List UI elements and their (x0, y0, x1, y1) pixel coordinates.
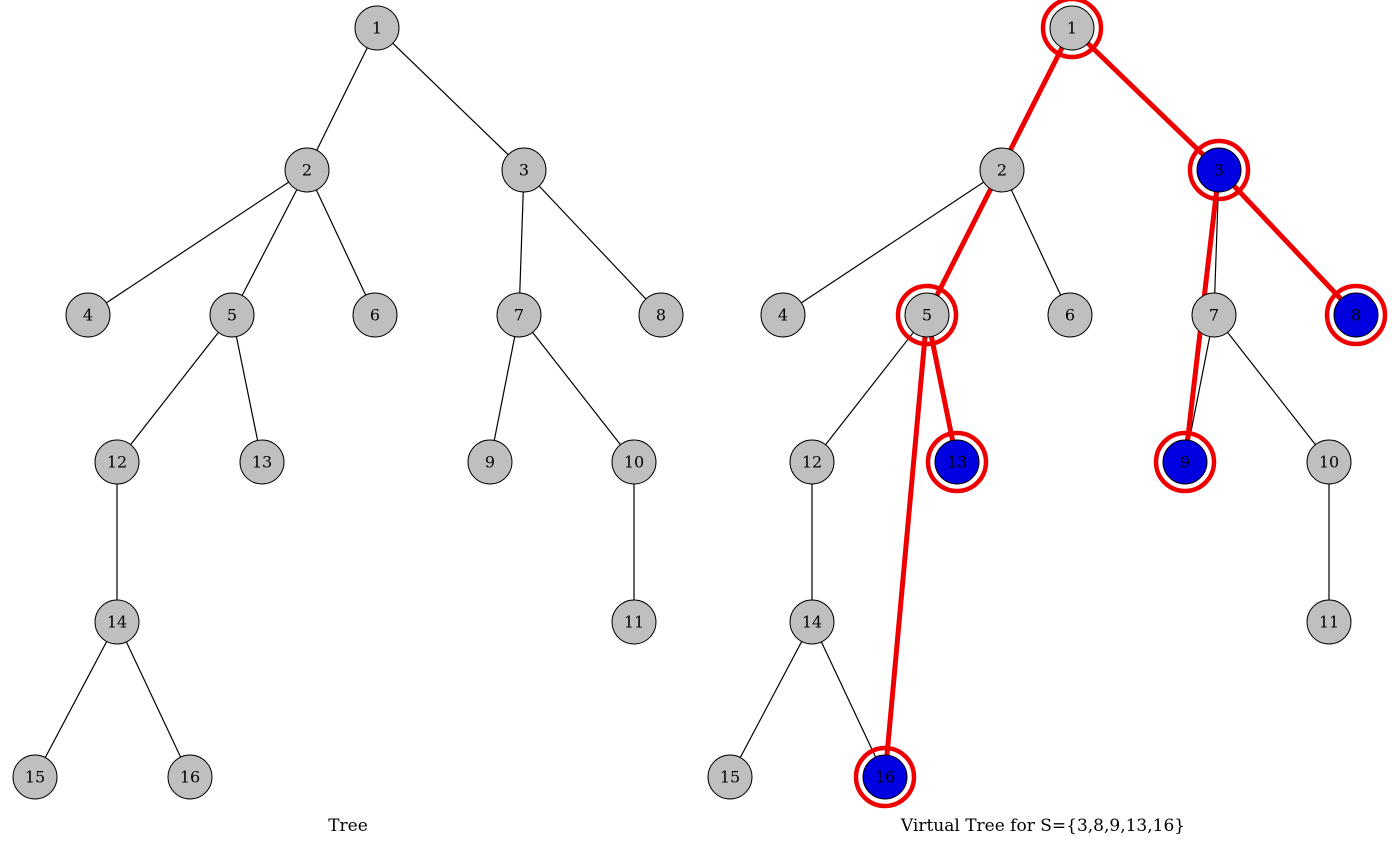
left-tree-node-label-7: 7 (514, 306, 524, 325)
right-tree-edge-7-10 (1213, 314, 1330, 463)
right-tree-node-label-5: 5 (922, 306, 932, 325)
left-tree-node-7 (496, 292, 542, 338)
left-tree-edge-14-16 (116, 621, 191, 778)
left-tree-node-6 (352, 292, 398, 338)
right-tree-edge-2-4 (782, 169, 1003, 316)
right-tree-node-label-14: 14 (802, 613, 822, 632)
left-tree-edge-1-2 (306, 27, 378, 171)
right-tree-node-label-12: 12 (802, 453, 822, 472)
right-tree-node-label-4: 4 (778, 306, 788, 325)
left-tree-edge-5-13 (231, 314, 263, 463)
left-tree-node-12 (94, 439, 140, 485)
right-tree-virtual-edge-3-8 (1216, 167, 1359, 318)
left-tree-node-label-12: 12 (107, 453, 127, 472)
left-tree-edge-14-15 (34, 621, 118, 778)
right-tree-node-label-6: 6 (1065, 306, 1075, 325)
right-tree-node-11 (1306, 599, 1352, 645)
right-tree-node-label-13: 13 (947, 453, 967, 472)
right-tree-node-3 (1196, 147, 1242, 193)
left-tree-node-13 (239, 439, 285, 485)
right-tree-node-7 (1191, 292, 1237, 338)
right-tree-virtual-ring-1 (1040, 0, 1104, 60)
right-tree-node-label-7: 7 (1209, 306, 1219, 325)
left-tree-node-2 (284, 147, 330, 193)
right-tree-virtual-ring-3 (1187, 138, 1251, 202)
right-tree-node-label-2: 2 (997, 161, 1007, 180)
right-tree-node-label-11: 11 (1319, 613, 1339, 632)
left-tree-node-label-4: 4 (83, 306, 93, 325)
left-tree-edge-7-10 (518, 314, 635, 463)
right-tree-node-15 (707, 754, 753, 800)
right-tree-node-2 (979, 147, 1025, 193)
left-tree-node-label-15: 15 (25, 768, 45, 787)
left-tree-node-label-6: 6 (370, 306, 380, 325)
right-tree-node-label-3: 3 (1214, 161, 1224, 180)
right-tree-node-4 (760, 292, 806, 338)
right-tree-node-14 (789, 599, 835, 645)
right-tree-node-5 (904, 292, 950, 338)
right-tree-caption: Virtual Tree for S={3,8,9,13,16} (900, 816, 1186, 836)
left-tree-edge-5-12 (116, 314, 233, 463)
left-tree-edge-3-8 (523, 169, 662, 316)
left-tree-edge-2-6 (306, 169, 376, 316)
left-tree-node-label-16: 16 (180, 768, 200, 787)
left-tree-node-15 (12, 754, 58, 800)
right-tree-edge-14-16 (811, 621, 886, 778)
left-tree-node-label-11: 11 (624, 613, 644, 632)
left-tree-node-10 (611, 439, 657, 485)
left-tree-node-5 (209, 292, 255, 338)
left-tree-caption: Tree (328, 816, 368, 836)
right-tree-virtual-ring-9 (1153, 430, 1217, 494)
right-tree-node-6 (1047, 292, 1093, 338)
left-tree-edge-2-5 (231, 169, 308, 316)
left-tree-edge-2-4 (87, 169, 308, 316)
left-tree-node-label-10: 10 (624, 453, 644, 472)
left-tree-node-14 (94, 599, 140, 645)
right-tree-virtual-edge-5-13 (924, 312, 960, 465)
right-tree-node-9 (1162, 439, 1208, 485)
left-tree-edge-3-7 (518, 169, 525, 316)
right-tree-edge-2-6 (1001, 169, 1071, 316)
right-tree-virtual-ring-5 (895, 283, 959, 347)
left-tree-node-9 (467, 439, 513, 485)
left-tree-node-label-3: 3 (519, 161, 529, 180)
left-tree-node-label-8: 8 (656, 306, 666, 325)
left-tree-node-label-13: 13 (252, 453, 272, 472)
left-tree-node-label-14: 14 (107, 613, 127, 632)
left-tree-node-4 (65, 292, 111, 338)
left-tree-node-label-9: 9 (485, 453, 495, 472)
right-tree-node-label-16: 16 (875, 768, 895, 787)
right-tree-node-16 (862, 754, 908, 800)
left-tree-node-11 (611, 599, 657, 645)
right-tree-node-12 (789, 439, 835, 485)
right-tree-virtual-ring-16 (853, 745, 917, 809)
right-tree-virtual-edge-5-16 (882, 312, 930, 780)
right-tree-node-label-8: 8 (1351, 306, 1361, 325)
right-tree-node-1 (1049, 5, 1095, 51)
right-tree-virtual-edge-1-3 (1069, 25, 1222, 173)
right-tree-virtual-ring-8 (1324, 283, 1388, 347)
right-tree-virtual-ring-13 (925, 430, 989, 494)
left-tree-node-label-5: 5 (227, 306, 237, 325)
left-tree-node-3 (501, 147, 547, 193)
right-tree-node-13 (934, 439, 980, 485)
right-tree-node-8 (1333, 292, 1379, 338)
left-tree-node-16 (167, 754, 213, 800)
left-tree-edge-7-9 (489, 314, 520, 463)
right-tree-node-label-10: 10 (1319, 453, 1339, 472)
left-tree-node-label-2: 2 (302, 161, 312, 180)
left-tree-edge-1-3 (376, 27, 525, 171)
right-tree-node-10 (1306, 439, 1352, 485)
right-tree-node-label-15: 15 (720, 768, 740, 787)
left-tree-node-1 (354, 5, 400, 51)
left-tree-node-8 (638, 292, 684, 338)
right-tree-node-label-1: 1 (1067, 19, 1077, 38)
right-tree-node-label-9: 9 (1180, 453, 1190, 472)
left-tree-node-label-1: 1 (372, 19, 382, 38)
right-tree-edge-14-15 (729, 621, 813, 778)
